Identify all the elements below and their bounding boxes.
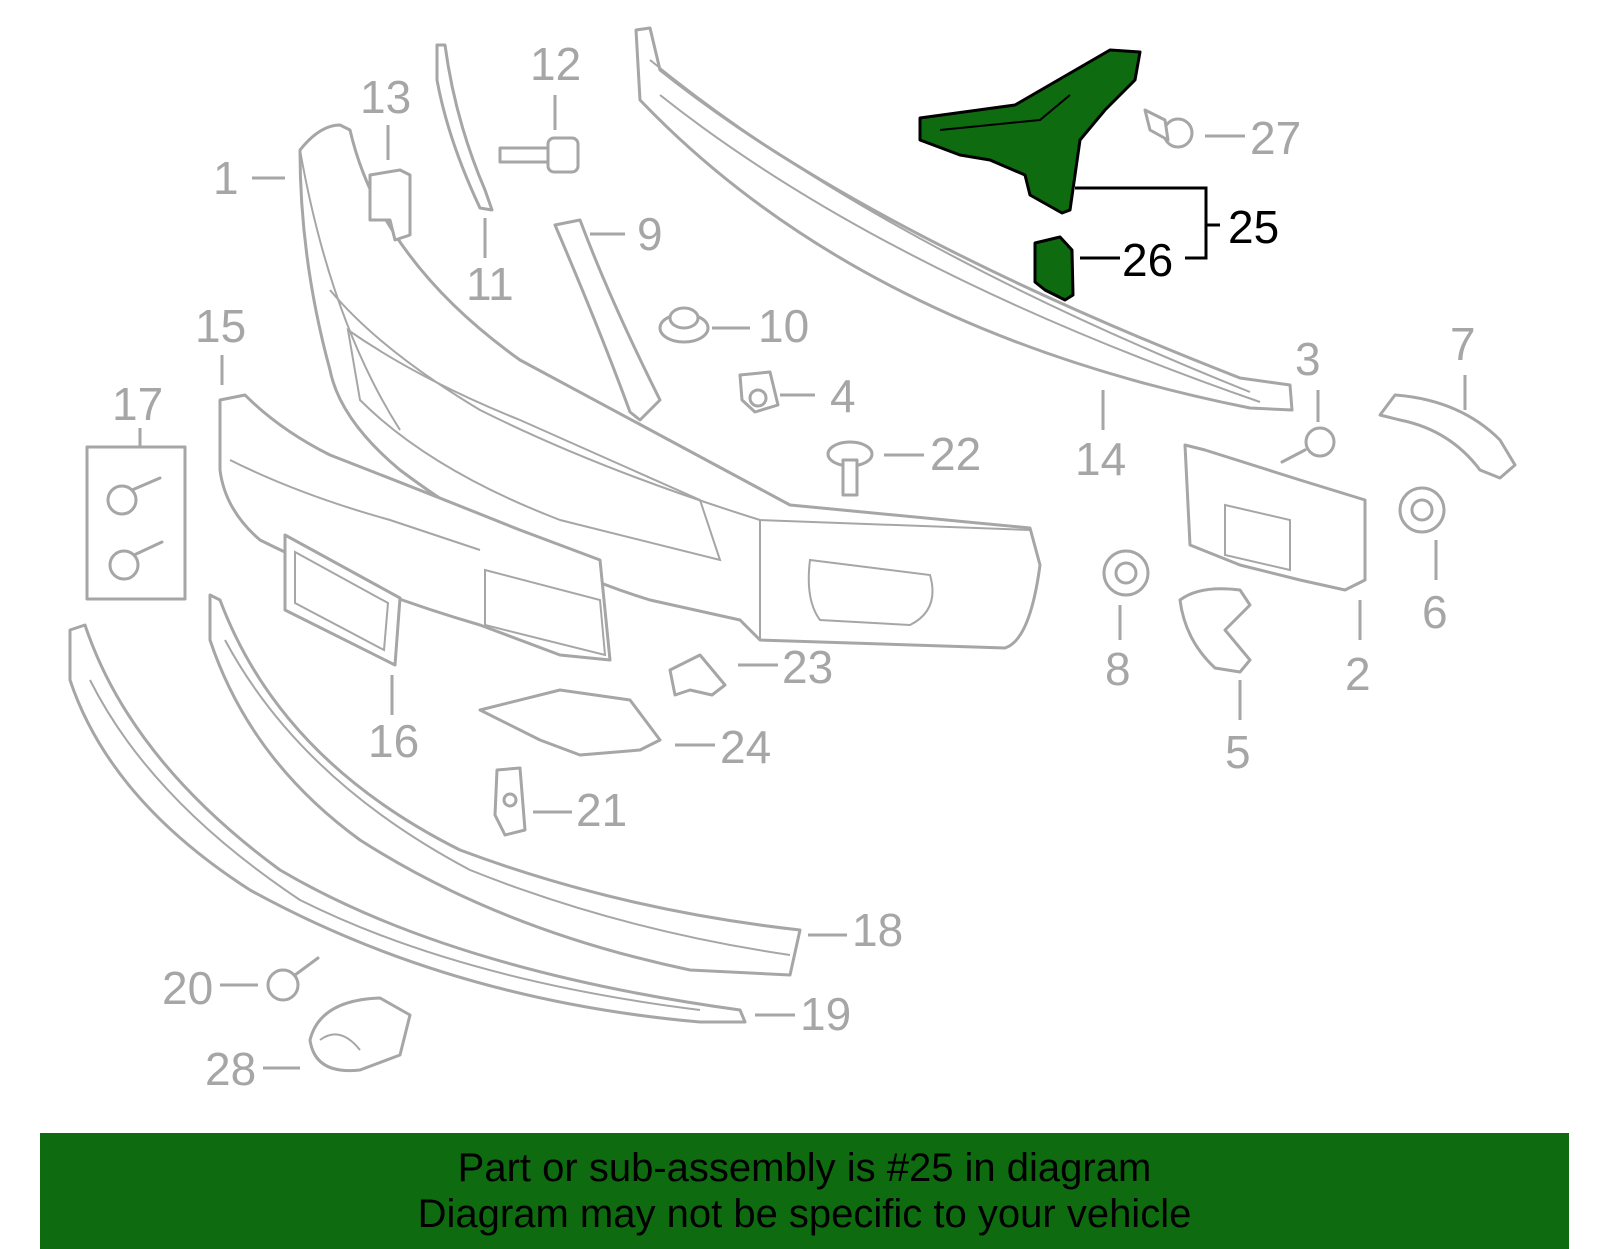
callout-12: 12: [530, 38, 581, 90]
part-22-bolt[interactable]: [826, 440, 874, 497]
callout-9: 9: [637, 208, 663, 260]
callout-20: 20: [162, 962, 213, 1014]
parts-diagram: 1 2 3 4 5 6 7 8 9 10 11 12 13 14 15 16 1…: [68, 26, 1517, 1095]
callout-labels: 1 2 3 4 5 6 7 8 9 10 11 12 13 14 15 16 1…: [112, 38, 1476, 1095]
info-banner: Part or sub-assembly is #25 in diagram D…: [40, 1133, 1569, 1249]
callout-5: 5: [1225, 726, 1251, 778]
part-13-clip[interactable]: [368, 168, 412, 242]
callout-26: 26: [1122, 234, 1173, 286]
part-10-nut[interactable]: [658, 306, 710, 344]
callout-15: 15: [195, 300, 246, 352]
part-23-bracket[interactable]: [668, 653, 727, 697]
part-5-bracket[interactable]: [1178, 587, 1252, 674]
callout-14: 14: [1075, 433, 1126, 485]
callout-28: 28: [205, 1043, 256, 1095]
part-28-tow-hook[interactable]: [308, 996, 412, 1073]
callout-1: 1: [213, 152, 239, 204]
callout-17: 17: [112, 378, 163, 430]
part-2-bracket[interactable]: [1183, 443, 1367, 592]
part-19-deflector[interactable]: [68, 623, 747, 1024]
part-9-bracket[interactable]: [553, 218, 662, 422]
part-11-strip[interactable]: [435, 43, 494, 212]
part-20-bolt[interactable]: [266, 956, 320, 1002]
part-24-shield[interactable]: [478, 688, 662, 757]
callout-22: 22: [930, 428, 981, 480]
callout-18: 18: [852, 904, 903, 956]
highlight-leader-lines: [1075, 186, 1220, 260]
callout-19: 19: [800, 988, 851, 1040]
part-6-nut[interactable]: [1398, 486, 1446, 534]
callout-6: 6: [1422, 586, 1448, 638]
leader-lines: [138, 95, 1467, 1070]
callout-7: 7: [1450, 318, 1476, 370]
callout-2: 2: [1345, 648, 1371, 700]
part-17-bolt-kit[interactable]: [85, 445, 187, 601]
callout-13: 13: [360, 71, 411, 123]
callout-3: 3: [1295, 333, 1321, 385]
callout-4: 4: [830, 370, 856, 422]
part-27-push-pin[interactable]: [1143, 108, 1194, 149]
callout-11: 11: [466, 258, 514, 310]
part-18-valance[interactable]: [208, 593, 802, 977]
part-4-clipnut[interactable]: [738, 370, 780, 414]
callout-21: 21: [576, 784, 627, 836]
part-12-bolt[interactable]: [498, 136, 580, 174]
part-8-nut[interactable]: [1102, 549, 1150, 597]
part-14-reinforcement[interactable]: [634, 26, 1294, 412]
callout-16: 16: [368, 715, 419, 767]
callout-8: 8: [1105, 643, 1131, 695]
banner-line-1: Part or sub-assembly is #25 in diagram: [457, 1146, 1152, 1190]
part-26-highlighted-clip[interactable]: [1033, 235, 1075, 302]
part-3-bolt[interactable]: [1280, 426, 1336, 464]
callout-24: 24: [720, 721, 771, 773]
part-15-cover[interactable]: [218, 393, 612, 662]
callout-23: 23: [782, 641, 833, 693]
callout-10: 10: [758, 300, 809, 352]
part-25-highlighted-bracket[interactable]: [918, 48, 1142, 215]
banner-line-2: Diagram may not be specific to your vehi…: [417, 1192, 1192, 1236]
callout-25: 25: [1228, 201, 1279, 253]
part-7-strap[interactable]: [1378, 393, 1517, 480]
part-16-license-bracket[interactable]: [283, 533, 402, 667]
part-21-clip[interactable]: [493, 766, 527, 837]
callout-27: 27: [1250, 112, 1301, 164]
